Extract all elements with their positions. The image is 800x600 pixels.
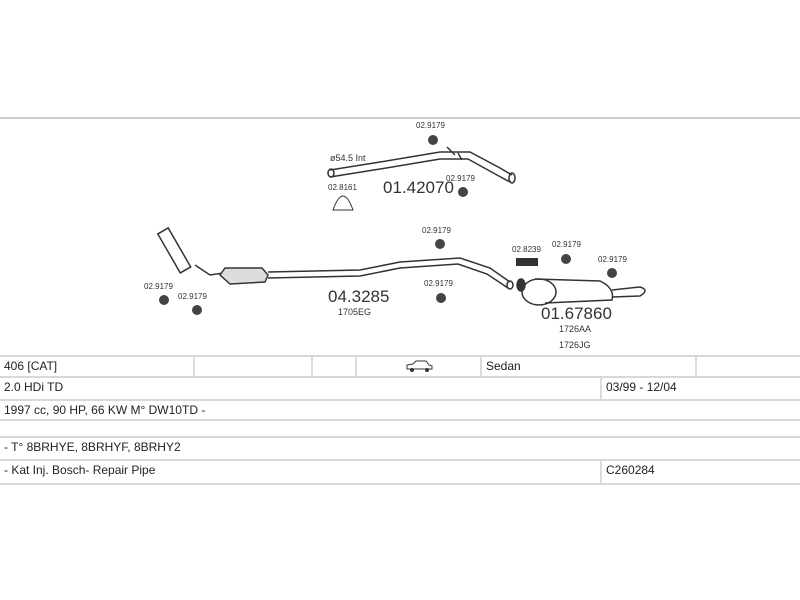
empty-cell: [193, 357, 311, 376]
table-row: 2.0 HDi TD 03/99 - 12/04: [0, 378, 800, 401]
table-row: 406 [CAT] Sedan: [0, 355, 800, 378]
empty-cell: [311, 357, 355, 376]
rubber-mount-icon: [159, 295, 169, 305]
fitting-label: 02.9179: [144, 282, 173, 291]
oe-rear-2: 1726JG: [559, 340, 591, 350]
part-front-pipe: 01.42070: [383, 178, 454, 197]
part-middle: 04.3285: [328, 287, 389, 306]
table-row: 1997 cc, 90 HP, 66 KW M° DW10TD -: [0, 401, 800, 421]
table-row: - T° 8BRHYE, 8BRHYF, 8BRHY2: [0, 438, 800, 461]
types-cell: - T° 8BRHYE, 8BRHYF, 8BRHY2: [4, 440, 181, 454]
code-cell: C260284: [600, 461, 800, 483]
rubber-mount-icon: [607, 268, 617, 278]
specs-cell: 1997 cc, 90 HP, 66 KW M° DW10TD -: [4, 403, 206, 417]
rubber-mount-icon: [458, 187, 468, 197]
oe-middle: 1705EG: [338, 307, 371, 317]
rear-silencer: [516, 278, 646, 306]
rubber-mount-icon: [435, 239, 445, 249]
fitting-label: 02.9179: [424, 279, 453, 288]
empty-cell: [695, 357, 800, 376]
body-type-cell: Sedan: [480, 357, 695, 376]
car-icon: [406, 360, 432, 372]
fitting-label: 02.8161: [328, 183, 357, 192]
fitting-label: 02.9179: [552, 240, 581, 249]
body-icon-cell: [355, 357, 480, 376]
fitting-label: 02.8239: [512, 245, 541, 254]
rubber-mount-icon: [436, 293, 446, 303]
oe-rear-1: 1726AA: [559, 324, 591, 334]
middle-section: [156, 226, 514, 290]
rubber-mount-icon: [428, 135, 438, 145]
rubber-mount-icon: [192, 305, 202, 315]
pipe-diameter: ø54.5 Int: [330, 153, 366, 163]
notes-cell: - Kat Inj. Bosch- Repair Pipe: [4, 463, 156, 477]
gasket-icon: [332, 195, 354, 211]
engine-cell: 2.0 HDi TD: [4, 380, 64, 394]
fitting-label: 02.9179: [416, 121, 445, 130]
rubber-mount-icon: [561, 254, 571, 264]
model-cell: 406 [CAT]: [4, 359, 58, 373]
front-pipe: [327, 146, 516, 184]
fitting-label: 02.9179: [598, 255, 627, 264]
dates-cell: 03/99 - 12/04: [600, 378, 800, 399]
fitting-label: 02.9179: [178, 292, 207, 301]
part-rear: 01.67860: [541, 304, 612, 323]
clamp-icon: [516, 258, 538, 266]
table-row: - Kat Inj. Bosch- Repair Pipe C260284: [0, 461, 800, 485]
fitting-label: 02.9179: [446, 174, 475, 183]
exhaust-diagram: ø54.5 Int 01.42070 02.9179 02.9179 02.81…: [0, 117, 800, 350]
fitting-label: 02.9179: [422, 226, 451, 235]
table-row: [0, 421, 800, 438]
